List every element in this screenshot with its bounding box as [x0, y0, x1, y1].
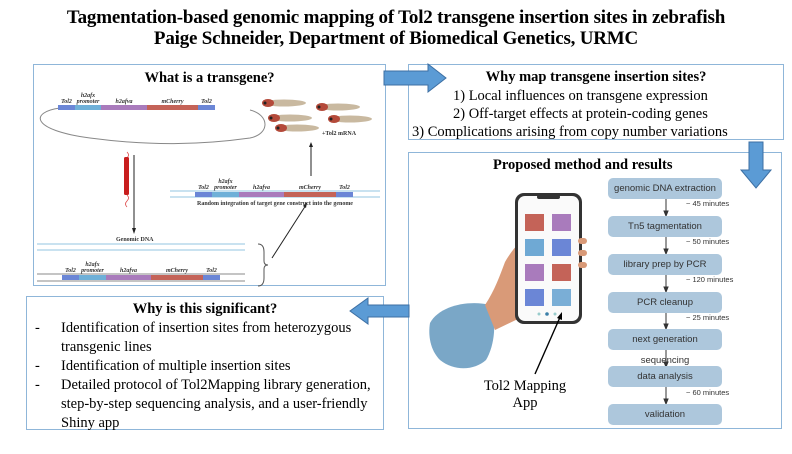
genomic-label-h2afva: h2afva: [120, 268, 137, 274]
flow-duration-2: ~ 50 minutes: [686, 237, 730, 246]
app-tile[interactable]: [552, 214, 571, 231]
integration-label-h2afx: h2afx: [218, 179, 233, 185]
arrow-right-icon: [383, 62, 447, 94]
mrna-bar: [124, 157, 129, 195]
genomic-label-tol2-left: Tol2: [65, 268, 76, 274]
mrna-label: +Tol2 mRNA: [322, 131, 357, 137]
why-map-item-1: 1) Local influences on transgene express…: [453, 88, 708, 104]
flow-arrows: [663, 199, 669, 406]
significance-heading: Why is this significant?: [132, 301, 278, 317]
flow-duration-3: ~ 120 minutes: [686, 275, 734, 284]
app-label: Tol2 Mapping App: [483, 378, 567, 411]
integration-label-mcherry: mCherry: [298, 185, 321, 191]
plasmid-construct: [58, 105, 215, 110]
flow-duration-1: ~ 45 minutes: [686, 199, 730, 208]
flow-step-1: genomic DNA extraction: [608, 178, 722, 199]
arrow-left-icon: [349, 297, 410, 325]
flow-duration-4: ~ 25 minutes: [686, 313, 730, 322]
integration-label-promoter: promoter: [214, 185, 237, 191]
significance-item-1-cont: transgenic lines: [61, 339, 152, 355]
flow-duration-6: ~ 60 minutes: [686, 388, 730, 397]
app-tile[interactable]: [552, 264, 571, 281]
app-tiles: [525, 214, 571, 306]
integration-label-tol2-left: Tol2: [198, 185, 209, 191]
brace: [257, 243, 269, 287]
plasmid-label-mcherry: mCherry: [161, 99, 184, 105]
app-tile[interactable]: [525, 289, 544, 306]
flow-step-2: Tn5 tagmentation: [608, 216, 722, 237]
genomic-label-tol2-right: Tol2: [206, 268, 217, 274]
why-map-panel: Why map transgene insertion sites?: [408, 64, 784, 140]
integration-label-h2afva: h2afva: [253, 185, 270, 191]
flow-step-3: library prep by PCR: [608, 254, 722, 275]
integration-construct: [195, 192, 353, 197]
significance-item-3-cont2: Shiny app: [61, 415, 120, 431]
transgene-panel: What is a transgene?: [33, 64, 386, 286]
app-tile[interactable]: [552, 239, 571, 256]
why-map-item-3: 3) Complications arising from copy numbe…: [412, 124, 728, 140]
plasmid-label-tol2-right: Tol2: [201, 99, 212, 105]
genomic-dna-label: Genomic DNA: [116, 237, 154, 243]
genomic-construct: [62, 275, 220, 280]
app-tile-dna[interactable]: [552, 289, 571, 306]
flow-step-5: next generation sequencing: [608, 329, 722, 366]
app-pointer-arrow: [534, 314, 562, 375]
flow-step-4: PCR cleanup: [608, 292, 722, 313]
genomic-label-mcherry: mCherry: [165, 268, 188, 274]
author-line: Paige Schneider, Department of Biomedica…: [153, 28, 639, 49]
plasmid-label-h2afva: h2afva: [115, 99, 133, 105]
flow-step-7: validation: [608, 404, 722, 425]
genomic-label-promoter: promoter: [81, 268, 104, 274]
app-tile[interactable]: [525, 264, 544, 281]
plasmid-label-promoter: promoter: [76, 99, 100, 105]
integration-label-tol2-right: Tol2: [339, 185, 350, 191]
why-map-heading: Why map transgene insertion sites?: [485, 69, 707, 85]
zebrafish-larvae: [262, 99, 372, 132]
integration-caption: Random integration of target gene constr…: [197, 201, 353, 207]
sleeve: [429, 303, 495, 369]
transgene-heading: What is a transgene?: [144, 70, 275, 86]
poster-title: Tagmentation-based genomic mapping of To…: [66, 7, 726, 28]
genomic-label-h2afx: h2afx: [85, 262, 100, 268]
arrow-down-icon: [739, 141, 773, 189]
app-tile[interactable]: [525, 239, 544, 256]
app-tile[interactable]: [525, 214, 544, 231]
flow-step-6: data analysis: [608, 366, 722, 387]
plasmid-label-h2afx-top: h2afx: [80, 93, 96, 99]
plasmid-loop: [40, 107, 266, 145]
plasmid-label-tol2-left: Tol2: [61, 99, 72, 105]
significance-item-3-cont: step-by-step sequencing analysis, and a …: [61, 396, 368, 412]
significance-panel: Why is this significant? - Identificatio…: [26, 296, 384, 431]
method-heading: Proposed method and results: [493, 157, 673, 173]
why-map-item-2: 2) Off-target effects at protein-coding …: [453, 106, 708, 122]
